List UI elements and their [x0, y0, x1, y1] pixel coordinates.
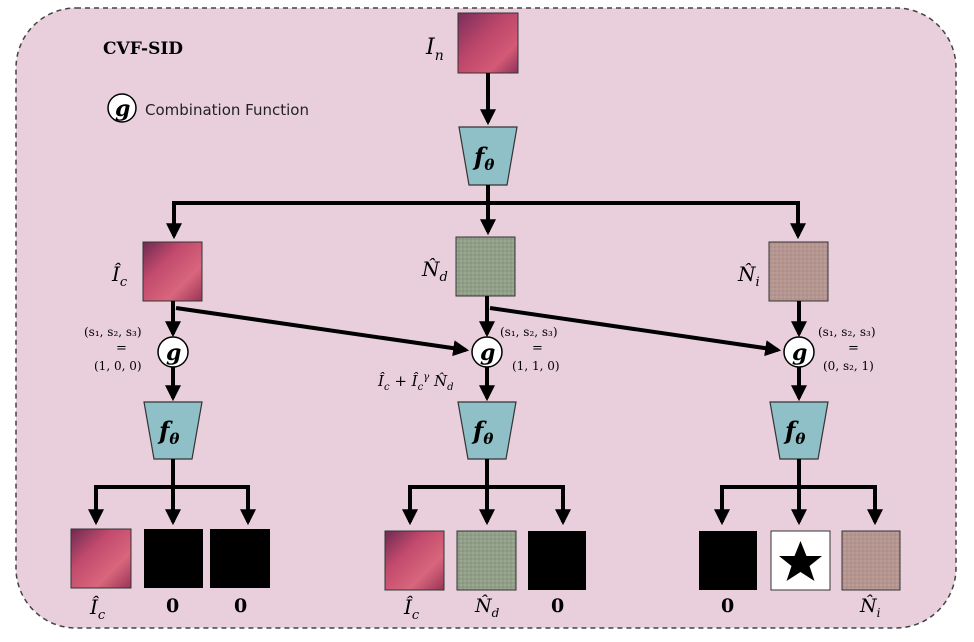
condition-right-eq: = [848, 341, 859, 356]
condition-right-top: (s₁, s₂, s₃) [818, 325, 876, 339]
network-middle [457, 401, 517, 460]
condition-left-top: (s₁, s₂, s₃) [84, 325, 142, 339]
condition-middle-eq: = [532, 341, 543, 356]
combine-node-left-label: g [166, 340, 181, 366]
condition-right-bottom: (0, s₂, 1) [823, 359, 874, 373]
independent-noise-label: N̂i [737, 262, 760, 290]
output-right-zero-label: 0 [721, 595, 734, 617]
dependent-noise-image [455, 236, 516, 297]
condition-left-bottom: (1, 0, 0) [94, 359, 142, 373]
star-icon [779, 541, 822, 581]
output-right-zero [699, 531, 757, 590]
output-middle-clean [384, 530, 445, 591]
input-noisy-image [457, 12, 519, 74]
network-left [143, 401, 203, 460]
network-top [458, 126, 518, 186]
condition-middle-top: (s₁, s₂, s₃) [500, 325, 558, 339]
output-left-zero-2-label: 0 [234, 595, 247, 617]
legend-text: Combination Function [145, 101, 309, 119]
framework-title: CVF-SID [103, 39, 183, 59]
combine-node-right-label: g [792, 340, 807, 366]
middle-formula: Îc + Îcγ N̂d [377, 372, 453, 393]
legend-symbol: g [115, 96, 130, 122]
combine-node-middle-label: g [480, 340, 495, 366]
combination-symbol-icon [107, 93, 137, 123]
output-middle-zero-label: 0 [551, 595, 564, 617]
condition-left-eq: = [116, 341, 127, 356]
network-right [769, 401, 829, 460]
output-left-zero-2 [210, 529, 270, 588]
output-right-independent [841, 530, 901, 591]
clean-image [142, 241, 203, 302]
output-middle-zero [528, 531, 586, 590]
independent-noise-image [768, 241, 829, 302]
output-left-zero-1 [144, 529, 203, 588]
arrow-dependent-to-g-right [489, 306, 782, 357]
output-left-clean [70, 528, 132, 589]
condition-middle-bottom: (1, 1, 0) [512, 359, 560, 373]
output-left-zero-1-label: 0 [166, 595, 179, 617]
output-middle-dependent [456, 530, 517, 591]
output-right-independent-label: N̂i [859, 595, 881, 620]
arrow-clean-to-g-middle [175, 306, 470, 357]
